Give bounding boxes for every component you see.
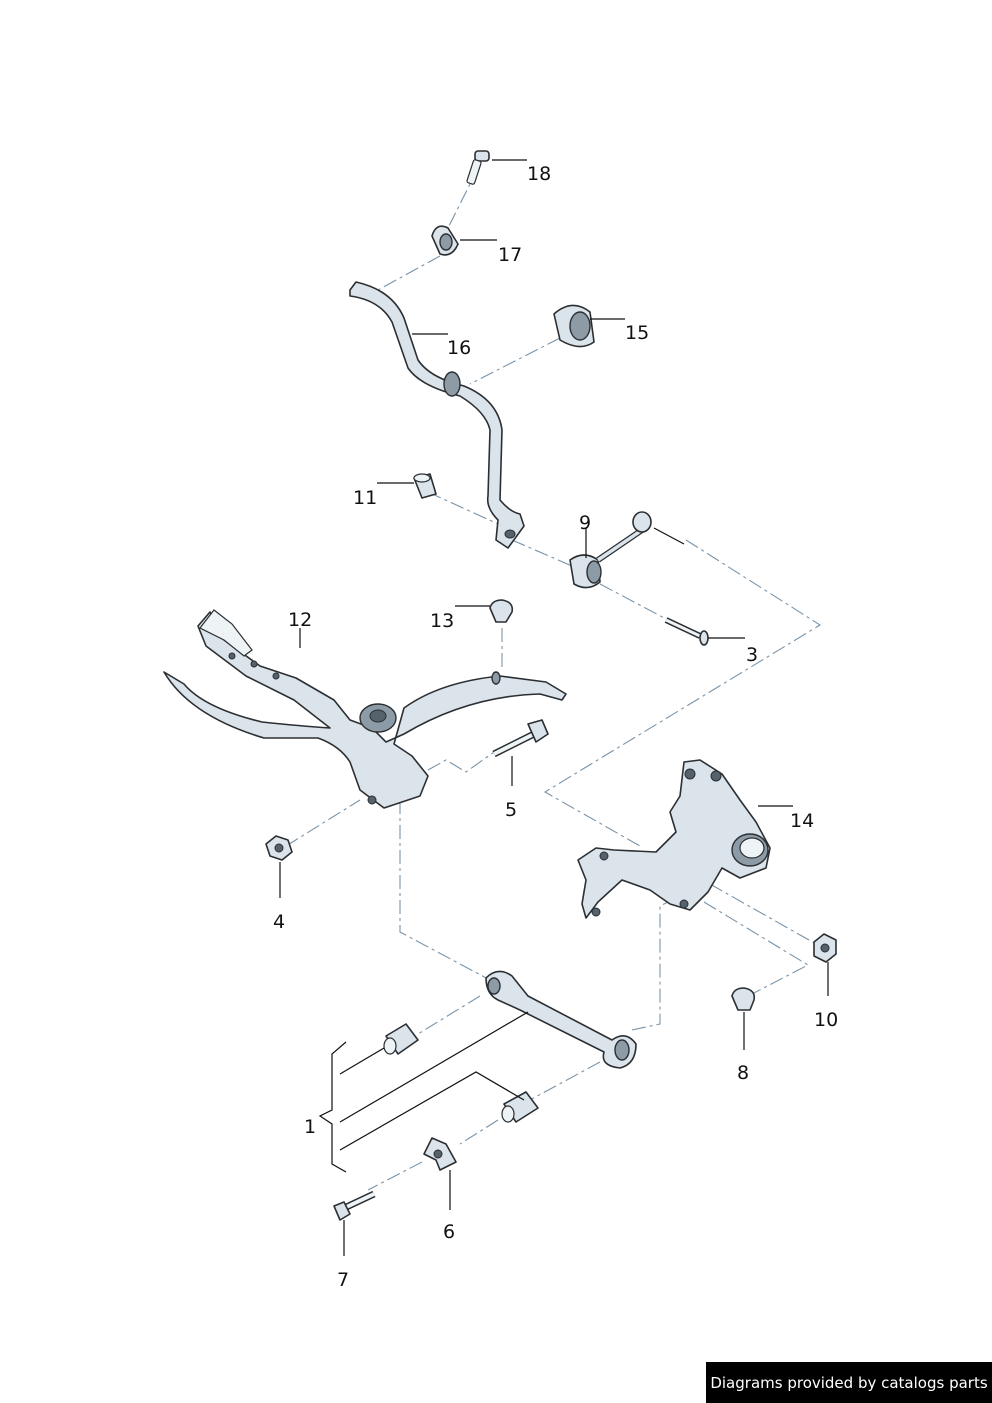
nut-10 [813, 933, 837, 963]
credit-text: Diagrams provided by catalogs parts [710, 1373, 988, 1392]
callout-18: 18 [527, 163, 551, 185]
callout-1: 1 [304, 1116, 316, 1138]
bush-1-lower [501, 1091, 539, 1123]
bush-1-upper [383, 1023, 419, 1055]
callout-5: 5 [505, 799, 517, 821]
assembly-lines [285, 167, 822, 1191]
coupling-rod-9 [569, 511, 685, 589]
wheel-bearing-housing-14 [577, 759, 771, 919]
bush-15 [553, 304, 595, 348]
callout-4: 4 [273, 911, 285, 933]
callout-10: 10 [814, 1009, 838, 1031]
callout-15: 15 [625, 322, 649, 344]
callout-9: 9 [579, 512, 591, 534]
callout-labels: 18 17 16 15 11 9 13 12 3 5 14 4 10 8 1 6… [273, 163, 838, 1291]
bolt-5 [492, 719, 549, 758]
nut-11 [413, 473, 437, 499]
callout-11: 11 [353, 487, 377, 509]
plate-6 [423, 1137, 457, 1171]
callout-14: 14 [790, 810, 814, 832]
callout-6: 6 [443, 1221, 455, 1243]
clamp-17 [431, 225, 459, 256]
bolt-18 [466, 150, 490, 185]
wishbone-1 [485, 970, 637, 1069]
callout-8: 8 [737, 1062, 749, 1084]
callout-17: 17 [498, 244, 522, 266]
nut-8 [731, 987, 756, 1011]
stabilizer-bar-16 [349, 281, 525, 549]
callout-7: 7 [337, 1269, 349, 1291]
callout-12: 12 [288, 609, 312, 631]
leader-lines [279, 159, 829, 1256]
callout-3: 3 [746, 644, 758, 666]
subframe-12 [163, 609, 567, 809]
callout-13: 13 [430, 610, 454, 632]
bush-13 [489, 599, 514, 623]
bolt-3 [664, 617, 709, 646]
credit-banner: Diagrams provided by catalogs parts [706, 1362, 992, 1403]
nut-4 [265, 835, 293, 861]
bolt-7 [333, 1190, 376, 1221]
callout-16: 16 [447, 337, 471, 359]
